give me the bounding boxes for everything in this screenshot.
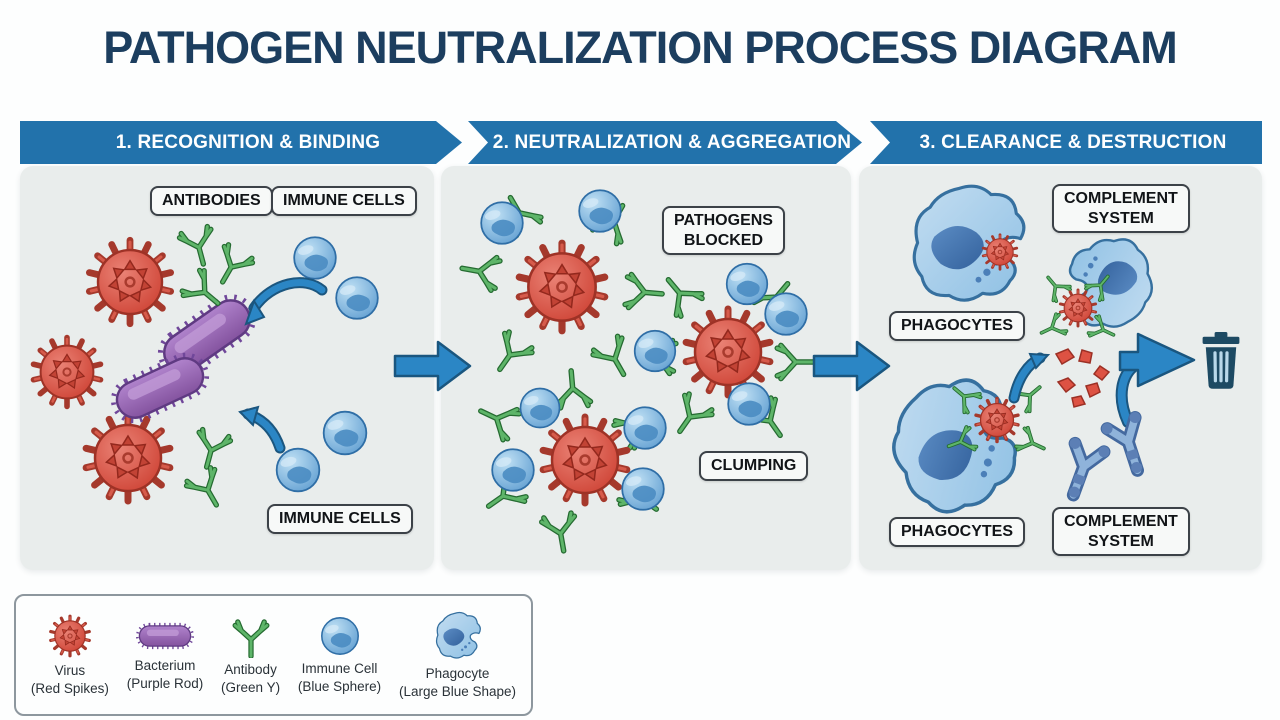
curved-arrow <box>1008 352 1051 404</box>
legend-bacterium-name: Bacterium <box>134 657 196 673</box>
immune-cell <box>621 467 665 511</box>
label-clumping: CLUMPING <box>699 451 809 481</box>
immune-cell <box>623 406 667 450</box>
antibody <box>209 243 255 290</box>
antibody <box>486 330 534 378</box>
label-pathogens-blocked: PATHOGENS BLOCKED <box>662 206 785 256</box>
label-complement-system-bottom: COMPLEMENT SYSTEM <box>1052 507 1190 557</box>
legend-virus-desc: (Red Spikes) <box>30 680 109 696</box>
legend-phagocyte-desc: (Large Blue Shape) <box>398 683 517 699</box>
immune-cell <box>335 276 379 320</box>
immune-cell <box>633 329 677 373</box>
legend-immune-cell-desc: (Blue Sphere) <box>297 678 382 694</box>
step-banner-3-label: 3. CLEARANCE & DESTRUCTION <box>919 131 1227 153</box>
legend-item-virus: Virus (Red Spikes) <box>31 613 109 697</box>
bacterium-icon <box>135 622 195 650</box>
immune-cell <box>275 447 321 493</box>
antibody <box>179 226 219 268</box>
complement-protein <box>1100 411 1157 480</box>
immune-cell <box>322 410 368 456</box>
step-banner-3: 3. CLEARANCE & DESTRUCTION <box>870 121 1262 164</box>
virus <box>86 415 170 501</box>
immune-cell <box>727 382 771 426</box>
antibody <box>555 369 591 408</box>
legend-phagocyte-name: Phagocyte <box>425 665 490 681</box>
immune-cell <box>480 201 524 245</box>
antibody <box>541 513 580 554</box>
phagocyte-icon <box>435 611 481 659</box>
step-arrow-1-2 <box>393 340 472 392</box>
virus <box>33 338 100 407</box>
immune-cell <box>725 262 769 306</box>
antibody <box>777 345 813 378</box>
legend-immune-cell-name: Immune Cell <box>301 660 378 676</box>
step-banner-1-label: 1. RECOGNITION & BINDING <box>115 131 381 153</box>
step-banner-1: 1. RECOGNITION & BINDING <box>20 121 462 164</box>
legend-item-phagocyte: Phagocyte (Large Blue Shape) <box>399 610 516 700</box>
antibody <box>459 252 500 291</box>
immune-cell <box>764 292 808 336</box>
immune-cell <box>578 189 622 233</box>
immune-cell-icon <box>320 616 359 655</box>
legend-bacterium-desc: (Purple Rod) <box>126 675 204 691</box>
label-phagocytes-bottom: PHAGOCYTES <box>889 517 1026 547</box>
pathogen-fragments <box>1054 348 1111 408</box>
virus <box>519 243 604 331</box>
complement-protein <box>1052 435 1111 504</box>
legend-antibody-desc: (Green Y) <box>221 679 281 695</box>
antibody <box>666 392 714 440</box>
legend-item-bacterium: Bacterium (Purple Rod) <box>126 618 204 692</box>
legend: Virus (Red Spikes) Bacterium (Purple Rod… <box>14 594 533 716</box>
immune-cell <box>491 448 535 492</box>
panel3-illustration <box>870 184 1242 531</box>
label-immune-cells-bottom: IMMUNE CELLS <box>267 504 413 534</box>
label-phagocytes-top: PHAGOCYTES <box>889 311 1026 341</box>
legend-item-immune-cell: Immune Cell (Blue Sphere) <box>298 615 381 695</box>
antibody <box>185 466 231 513</box>
legend-item-antibody: Antibody (Green Y) <box>221 614 280 696</box>
virus-icon <box>49 614 91 658</box>
arrow-to-trash <box>1115 332 1196 428</box>
page-title: PATHOGEN NEUTRALIZATION PROCESS DIAGRAM <box>103 22 1178 73</box>
label-immune-cells-top: IMMUNE CELLS <box>271 186 417 216</box>
antibody <box>474 396 521 441</box>
trash-icon <box>1200 330 1242 391</box>
panel1-illustration <box>33 226 379 513</box>
antibody-icon <box>229 614 273 658</box>
label-complement-system-top: COMPLEMENT SYSTEM <box>1052 184 1190 234</box>
step-banner-2-label: 2. NEUTRALIZATION & AGGREGATION <box>492 131 852 153</box>
curved-arrow <box>244 277 328 326</box>
virus <box>686 309 770 395</box>
step-arrow-2-3 <box>812 340 891 392</box>
antibody <box>191 429 231 471</box>
curved-arrow <box>238 405 286 454</box>
immune-cell <box>293 236 337 280</box>
virus <box>543 417 627 503</box>
virus <box>89 240 170 323</box>
legend-antibody-name: Antibody <box>224 661 277 677</box>
antibody <box>625 274 664 310</box>
immune-cell <box>519 387 561 429</box>
label-antibodies: ANTIBODIES <box>150 186 273 216</box>
legend-virus-name: Virus <box>54 662 86 678</box>
step-banner-2: 2. NEUTRALIZATION & AGGREGATION <box>468 121 862 164</box>
antibody <box>591 335 638 383</box>
